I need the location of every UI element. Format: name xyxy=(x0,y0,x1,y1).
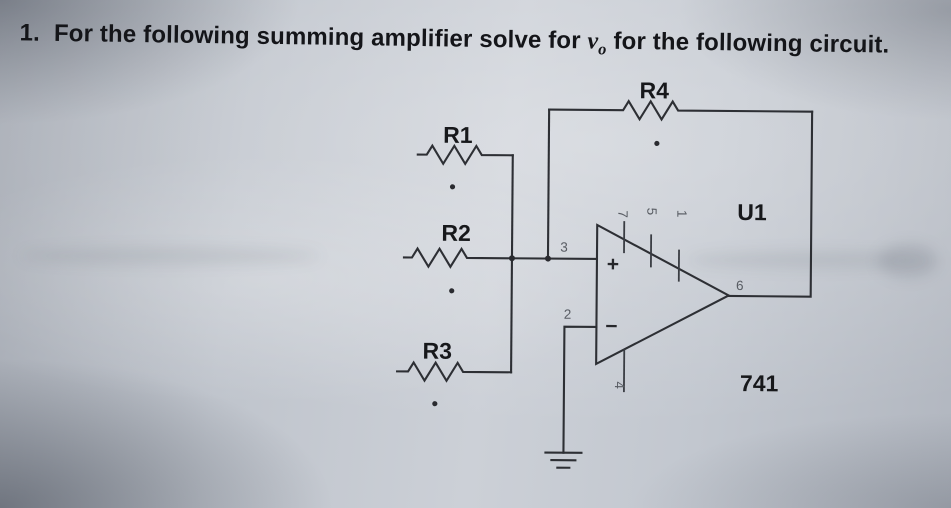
resistor-r4-symbol xyxy=(548,99,814,122)
paper-smudge xyxy=(688,252,928,268)
noninverting-plus-sign: + xyxy=(607,253,619,276)
value-dot-r2 xyxy=(449,288,455,294)
value-dot-r3 xyxy=(432,401,438,407)
pin-3-label: 3 xyxy=(560,240,568,255)
opamp-part-number-label: 741 xyxy=(740,370,779,396)
r3-label: R3 xyxy=(422,338,452,364)
summing-bus-wire xyxy=(510,154,514,374)
inverting-input-wire xyxy=(562,325,598,454)
resistor-r2-symbol xyxy=(402,246,599,269)
pin-6-label: 6 xyxy=(736,278,744,293)
pin-1-label: 1 xyxy=(674,210,689,218)
ground-symbol xyxy=(544,451,583,469)
resistor-r3-symbol xyxy=(396,360,513,383)
pin-5-label: 5 xyxy=(644,208,659,216)
junction-dot xyxy=(508,255,515,262)
paper-smudge xyxy=(20,248,320,264)
inverting-minus-sign: − xyxy=(605,315,617,338)
pin-4-label: 4 xyxy=(612,381,627,389)
feedback-left-wire xyxy=(546,108,551,260)
r1-label: R1 xyxy=(443,122,473,148)
feedback-right-output-wire xyxy=(727,110,814,298)
value-dot-r1 xyxy=(449,184,456,190)
pin-2-label: 2 xyxy=(564,307,572,322)
opamp-triangle xyxy=(595,223,731,366)
pin-7-label: 7 xyxy=(615,210,630,218)
junction-dot xyxy=(544,255,551,262)
r2-label: R2 xyxy=(441,220,471,246)
opamp-designator-label: U1 xyxy=(737,199,767,225)
r4-label: R4 xyxy=(639,77,669,103)
value-dot-r4 xyxy=(654,140,660,147)
resistor-r1-symbol xyxy=(416,143,514,166)
paper-smudge xyxy=(878,244,938,278)
